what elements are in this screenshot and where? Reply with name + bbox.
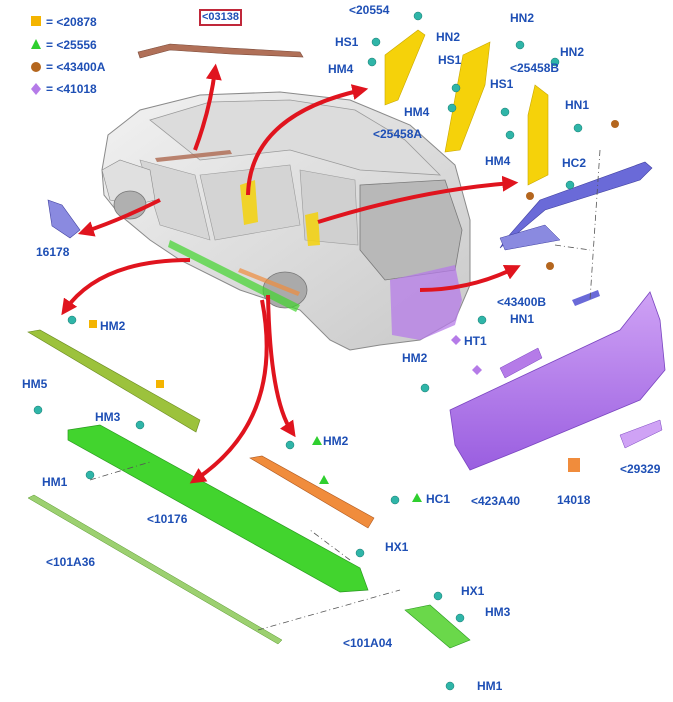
leader-lines — [89, 149, 601, 631]
marker-diamond-2 — [472, 365, 482, 375]
legend-entry-square: = <20878 — [46, 14, 97, 30]
olive-sill-molding-part — [27, 329, 201, 433]
legend-diamond-icon — [31, 83, 41, 95]
pillar-trim-a-part — [384, 29, 426, 106]
label-hn2-top: HN2 — [510, 11, 535, 25]
label-hm4-a: HM4 — [328, 62, 354, 76]
label-101a36: <101A36 — [46, 555, 96, 569]
marker-circle-3 — [546, 262, 554, 270]
label-hn1-top: HN1 — [565, 98, 590, 112]
legend-entry-diamond: = <41018 — [46, 81, 97, 97]
label-hc1: HC1 — [426, 492, 451, 506]
label-hs1-c: HS1 — [490, 77, 514, 91]
legend-circle-icon — [31, 62, 41, 72]
lower-trim-strip-part — [27, 494, 283, 645]
label-29329: <29329 — [620, 462, 661, 476]
label-hm2-orange: HM2 — [323, 434, 349, 448]
spoiler-lower-part — [499, 224, 561, 251]
label-hx1-a: HX1 — [385, 540, 409, 554]
marker-triangle-3 — [412, 493, 422, 502]
legend-square-icon — [31, 16, 41, 26]
label-hm2-right: HM2 — [402, 351, 428, 365]
orange-door-molding-part — [249, 455, 375, 529]
label-14018: 14018 — [557, 493, 591, 507]
car-body — [101, 91, 471, 351]
marker-circle-2 — [526, 192, 534, 200]
red-arrows — [61, 63, 521, 484]
marker-triangle-2 — [319, 475, 329, 484]
marker-triangle-1 — [312, 436, 322, 445]
label-hn2-mid: HN2 — [436, 30, 461, 44]
label-hc2: HC2 — [562, 156, 587, 170]
license-lamp-part — [619, 419, 663, 449]
marker-square-1 — [89, 320, 97, 328]
label-hm5: HM5 — [22, 377, 48, 391]
label-423a40: <423A40 — [471, 494, 521, 508]
legend-triangle-icon — [31, 39, 41, 49]
label-hm1-left: HM1 — [42, 475, 68, 489]
label-hs1-a: HS1 — [335, 35, 359, 49]
green-rocker-panel-part — [67, 424, 369, 593]
label-ht1: HT1 — [464, 334, 487, 348]
roof-molding-label: <03138 — [199, 9, 243, 26]
legend-circle-text: = <43400A — [46, 60, 106, 74]
legend-entry-triangle: = <25556 — [46, 37, 97, 53]
label-hm4-c: HM4 — [485, 154, 511, 168]
marker-circle-1 — [611, 120, 619, 128]
marker-square-2 — [156, 380, 164, 388]
label-101a04: <101A04 — [343, 636, 393, 650]
label-hm3-bottom: HM3 — [485, 605, 511, 619]
label-hx1-b: HX1 — [461, 584, 485, 598]
label-hm1-bottom: HM1 — [477, 679, 503, 693]
label-25458a: <25458A — [373, 127, 423, 141]
label-20554: <20554 — [349, 3, 390, 17]
tailgate-handle-part — [499, 347, 543, 379]
fastener-clips — [33, 11, 583, 691]
bracket-43400b-part — [572, 290, 600, 306]
legend-square-text: = <20878 — [46, 15, 97, 29]
roof-molding-part — [137, 43, 304, 59]
label-43400b: <43400B — [497, 295, 547, 309]
pillar-trim-b-part — [444, 41, 491, 153]
label-hs1-b: HS1 — [438, 53, 462, 67]
label-25458b: <25458B — [510, 61, 560, 75]
legend-diamond-text: = <41018 — [46, 82, 97, 96]
label-hn1-mid: HN1 — [510, 312, 535, 326]
label-hm4-b: HM4 — [404, 105, 430, 119]
orange-clip-part — [568, 458, 580, 472]
rear-bracket-part — [404, 604, 471, 649]
legend-entry-circle: = <43400A — [46, 59, 105, 75]
marker-diamond-1 — [451, 335, 461, 345]
label-10176: <10176 — [147, 512, 188, 526]
pillar-trim-c-part — [527, 84, 549, 186]
label-hm3-left: HM3 — [95, 410, 121, 424]
mirror-cover-part — [47, 199, 81, 239]
label-16178: 16178 — [36, 245, 70, 259]
label-hm2-left: HM2 — [100, 319, 126, 333]
legend-triangle-text: = <25556 — [46, 38, 97, 52]
tailgate-panel-part — [449, 291, 666, 471]
label-hn2-right: HN2 — [560, 45, 585, 59]
